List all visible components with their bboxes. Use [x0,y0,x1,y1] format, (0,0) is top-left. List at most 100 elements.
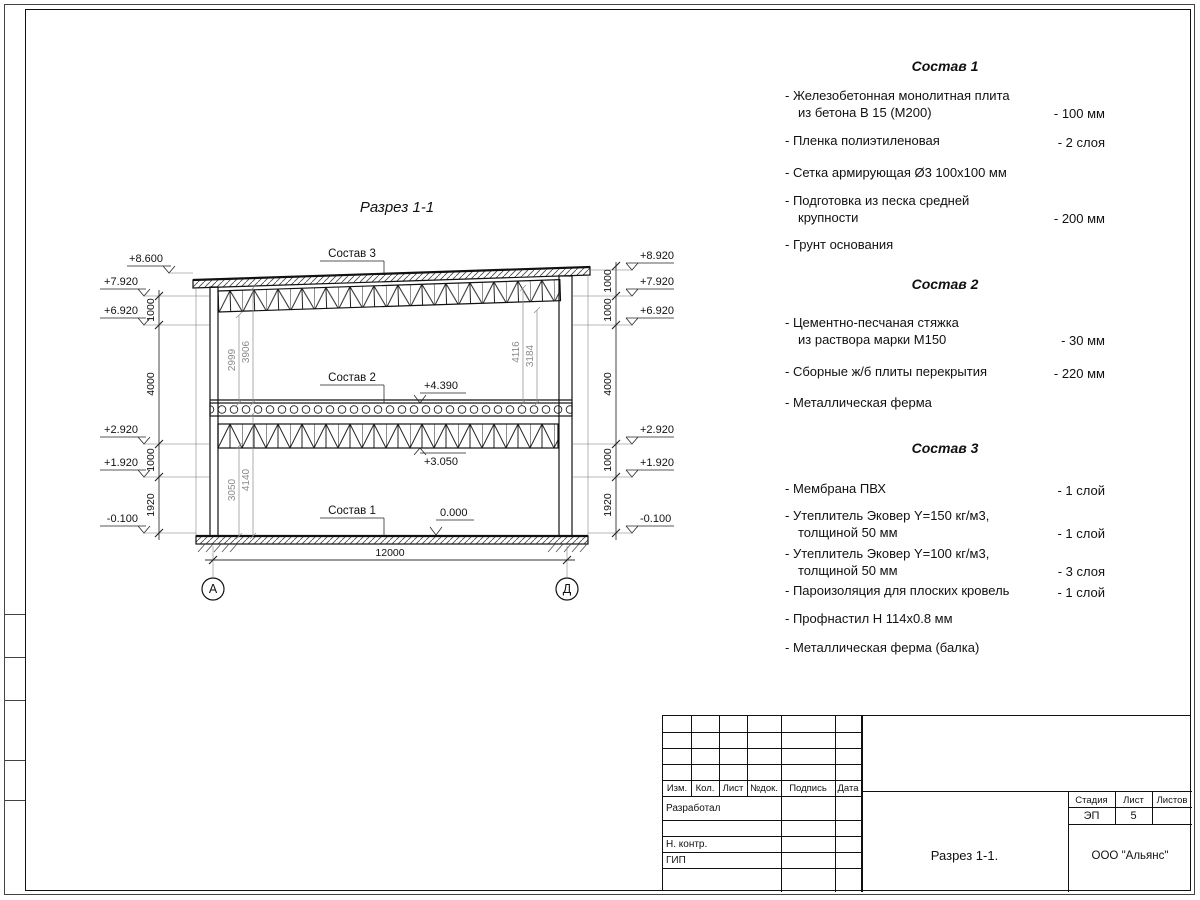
elevation-mark: +1.920 [573,457,674,478]
mid-floor-slab [209,399,573,417]
spec-heading: Состав 1 [911,58,979,74]
total-dimension: 12000 [205,546,575,577]
spec-item: - Металлическая ферма [785,395,1105,412]
specs-panel: Состав 1 - Железобетонная монолитная пли… [785,50,1105,680]
spec-item-text: - Подготовка из песка средней крупности [785,193,970,225]
svg-text:4000: 4000 [602,372,614,396]
spec-heading: Состав 3 [911,440,979,456]
level-mark-mid-slab: +4.390 [413,380,466,404]
tb-header-kol: Кол. [695,783,715,794]
title-block: Изм. Кол. Лист №док. Подпись Дата Разраб… [662,715,1192,892]
spec-item-text: - Металлическая ферма [785,395,932,410]
svg-text:+7.920: +7.920 [104,276,138,288]
tb-sheet-number: 5 [1130,810,1137,822]
spec-item-text: - Грунт основания [785,237,894,252]
level-mark-floor: 0.000 [429,507,474,536]
spec-item: - Пароизоляция для плоских кровель - 1 с… [785,583,1105,600]
elevation-mark: +1.920 [100,457,210,478]
svg-text:А: А [209,582,218,596]
svg-text:1920: 1920 [145,493,157,517]
spec-heading: Состав 2 [911,276,979,292]
level-mark-truss-bottom: +3.050 [413,447,466,468]
elevation-mark: +7.920 [573,276,674,297]
elevation-mark: +7.920 [100,276,210,297]
tb-header-ndok: №док. [750,783,778,794]
spec-item: - Сетка армирующая Ø3 100х100 мм [785,165,1105,182]
svg-text:2999: 2999 [227,348,238,371]
tb-stage-value: ЭП [1083,810,1100,822]
svg-text:+4.390: +4.390 [424,380,458,392]
svg-text:4000: 4000 [145,372,157,396]
spec-item: - Утеплитель Эковер Y=150 кг/м3, толщино… [785,508,1105,541]
elevation-mark: +2.920 [573,424,674,445]
svg-text:1000: 1000 [145,448,157,472]
tb-sheets-label: Листов [1156,795,1188,806]
margin-divider [4,800,25,801]
spec-item-text: - Цементно-песчаная стяжка из раствора м… [785,315,959,347]
label-sostav-2: Состав 2 [320,372,385,403]
margin-divider [4,760,25,761]
elevation-mark: -0.100 [100,513,196,534]
label-sostav-3: Состав 3 [320,248,385,273]
spec-item-value: - 100 мм [1053,106,1105,121]
elevation-mark: +8.920 [590,250,674,271]
inner-dimensions: 2999 3906 4116 3184 3050 4140 [227,284,541,540]
elevation-mark: -0.100 [588,513,674,534]
spec-item: - Металлическая ферма (балка) [785,640,1105,657]
tb-header-list: Лист [722,783,744,794]
svg-text:+2.920: +2.920 [640,424,674,436]
spec-item-value: - 220 мм [1053,365,1105,381]
spec-item: - Утеплитель Эковер Y=100 кг/м3, толщино… [785,546,1105,579]
spec-item-text: - Утеплитель Эковер Y=100 кг/м3, толщино… [785,546,990,578]
svg-text:1000: 1000 [602,298,614,322]
spec-item-text: - Сетка армирующая Ø3 100х100 мм [785,165,1007,180]
svg-text:Д: Д [563,582,572,596]
svg-text:-0.100: -0.100 [640,513,671,525]
svg-text:+2.920: +2.920 [104,424,138,436]
elevation-mark: +8.600 [127,253,193,274]
svg-text:12000: 12000 [375,547,404,559]
spec-item-value: - 1 слой [1057,526,1105,541]
axis-marker-d: Д [555,577,579,601]
margin-divider [4,657,25,658]
svg-text:1000: 1000 [145,298,157,322]
spec-item-text: - Сборные ж/б плиты перекрытия [785,364,988,379]
svg-text:-0.100: -0.100 [107,513,138,525]
spec-item: - Железобетонная монолитная плита из бет… [785,88,1105,121]
svg-text:Состав 1: Состав 1 [328,505,376,517]
section-title: Разрез 1-1 [360,199,434,216]
svg-text:4140: 4140 [241,468,252,491]
outer-border [4,4,1195,895]
spec-item-text: - Металлическая ферма (балка) [785,640,980,655]
svg-text:+3.050: +3.050 [424,456,458,468]
spec-item: - Пленка полиэтиленовая - 2 слоя [785,133,1105,150]
spec-item-text: - Мембрана ПВХ [785,481,886,496]
tb-row-developer: Разработал [666,803,721,814]
spec-item: - Цементно-песчаная стяжка из раствора м… [785,315,1105,348]
elevation-mark: +6.920 [573,305,674,326]
svg-text:3050: 3050 [227,478,238,501]
spec-item-value: - 1 слой [1057,482,1105,498]
spec-item: - Подготовка из песка средней крупности … [785,193,1105,226]
tb-stage-label: Стадия [1075,795,1108,806]
svg-text:+6.920: +6.920 [640,305,674,317]
svg-text:+8.920: +8.920 [640,250,674,262]
spec-item: - Мембрана ПВХ - 1 слой [785,481,1105,498]
floor-truss [217,423,559,449]
tb-doc-title: Разрез 1-1. [930,848,999,863]
tb-row-ncontrol: Н. контр. [666,839,708,850]
spec-item-value: - 200 мм [1053,211,1105,226]
svg-text:0.000: 0.000 [440,507,468,519]
tb-row-gip: ГИП [666,855,686,866]
spec-item-value: - 2 слоя [1057,134,1105,150]
spec-item-value: - 1 слой [1057,584,1105,600]
margin-divider [4,614,25,615]
svg-text:1920: 1920 [602,493,614,517]
tb-header-izm: Изм. [666,783,688,794]
tb-header-data: Дата [837,783,859,794]
elevation-mark: +6.920 [100,305,210,326]
tb-sheet-label: Лист [1123,795,1144,806]
label-sostav-1: Состав 1 [320,505,385,536]
spec-item-text: - Пароизоляция для плоских кровель [785,583,1010,598]
